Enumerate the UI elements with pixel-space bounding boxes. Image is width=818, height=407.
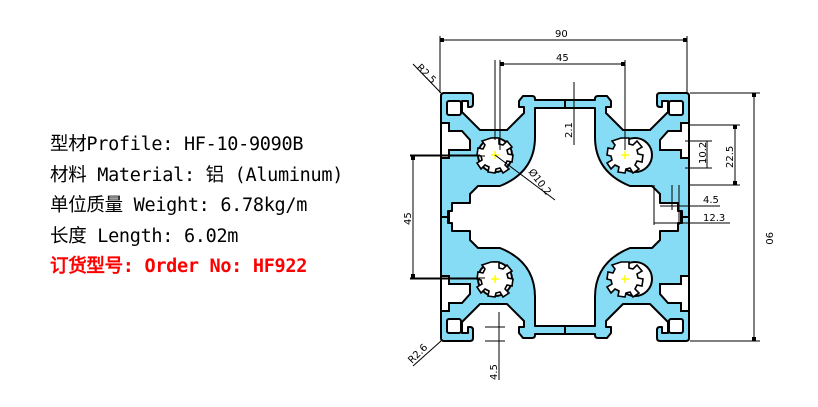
- center-marks: [491, 151, 629, 283]
- dim-overall-height: 90: [763, 232, 774, 245]
- dim-corner-radius-top: R2.5: [414, 62, 438, 86]
- dimension-lines: [410, 36, 760, 380]
- dim-slot-pitch-left: 45: [403, 212, 414, 225]
- aluminum-profile: [440, 92, 690, 342]
- dim-overall-width: 90: [555, 29, 568, 40]
- dim-slot-depth: 12.3: [703, 213, 725, 224]
- dim-slot-lip: 4.5: [703, 195, 719, 206]
- dim-slot-pitch-top: 45: [556, 53, 569, 64]
- weight-spec: 单位质量 Weight: 6.78kg/m: [50, 195, 308, 216]
- dim-bottom-lip: 4.5: [489, 364, 500, 380]
- material-spec: 材料 Material: 铝 (Aluminum): [50, 164, 344, 186]
- dim-wall-thickness: 2.1: [564, 122, 575, 138]
- order-number: 订货型号: Order No: HF922: [50, 256, 308, 277]
- length-spec: 长度 Length: 6.02m: [50, 225, 239, 247]
- dimension-ticks: [411, 38, 756, 341]
- dim-slot-outer: 22.5: [725, 146, 736, 168]
- profile-spec: 型材Profile: HF-10-9090B: [50, 134, 304, 155]
- specification-block: 型材Profile: HF-10-9090B 材料 Material: 铝 (A…: [50, 130, 343, 283]
- dim-slot-opening: 10.2: [698, 142, 709, 164]
